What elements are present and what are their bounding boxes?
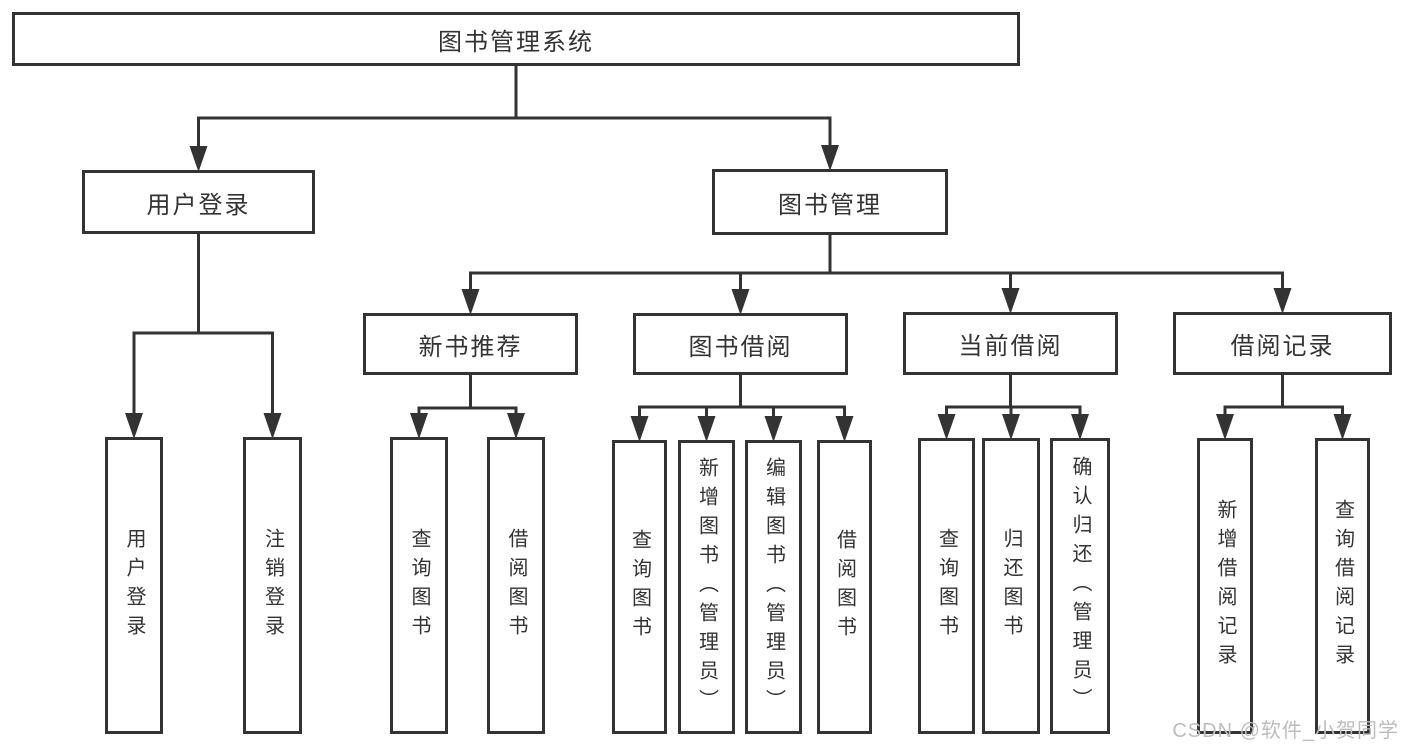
node-leaf-edit-book: 编辑图书（管理员） (745, 440, 802, 734)
arrowhead-icon (1071, 414, 1089, 440)
node-leaf-logout: 注销登录 (243, 437, 302, 734)
node-leaf-return-book: 归还图书 (982, 438, 1040, 734)
node-new-book-rec: 新书推荐 (363, 313, 578, 375)
arrowhead-icon (461, 289, 480, 315)
node-user-login: 用户登录 (82, 170, 315, 234)
arrowhead-icon (1001, 288, 1020, 314)
node-leaf-add-record: 新增借阅记录 (1197, 438, 1253, 734)
arrowhead-icon (1333, 414, 1352, 440)
arrowhead-icon (189, 146, 208, 172)
node-leaf-confirm-return: 确认归还（管理员） (1050, 438, 1110, 734)
node-leaf-query-book-3: 查询图书 (918, 438, 975, 734)
node-leaf-user-login: 用户登录 (105, 437, 163, 734)
node-book-borrow: 图书借阅 (633, 313, 848, 375)
arrowhead-icon (125, 413, 143, 439)
node-root: 图书管理系统 (12, 12, 1020, 66)
arrowhead-icon (731, 289, 750, 315)
node-leaf-query-book-1: 查询图书 (390, 437, 448, 734)
node-borrow-records: 借阅记录 (1173, 312, 1392, 375)
arrowhead-icon (1002, 414, 1020, 440)
arrowhead-icon (937, 414, 956, 440)
arrowhead-icon (630, 416, 649, 442)
node-leaf-borrow-book-1: 借阅图书 (487, 437, 545, 734)
arrowhead-icon (1273, 288, 1292, 314)
arrowhead-icon (1216, 414, 1234, 440)
node-leaf-add-book: 新增图书（管理员） (678, 440, 735, 734)
arrowhead-icon (764, 416, 783, 442)
arrowhead-icon (835, 416, 854, 442)
arrowhead-icon (507, 413, 525, 439)
arrowhead-icon (263, 413, 282, 439)
node-leaf-query-record: 查询借阅记录 (1315, 438, 1370, 734)
node-leaf-borrow-book-2: 借阅图书 (817, 440, 872, 734)
arrowhead-icon (697, 416, 716, 442)
node-leaf-query-book-2: 查询图书 (612, 440, 667, 734)
node-book-mgmt: 图书管理 (712, 169, 948, 235)
arrowhead-icon (821, 145, 839, 171)
watermark: CSDN @软件_小贺同学 (1172, 720, 1399, 742)
arrowhead-icon (410, 413, 428, 439)
node-current-borrow: 当前借阅 (903, 312, 1118, 375)
